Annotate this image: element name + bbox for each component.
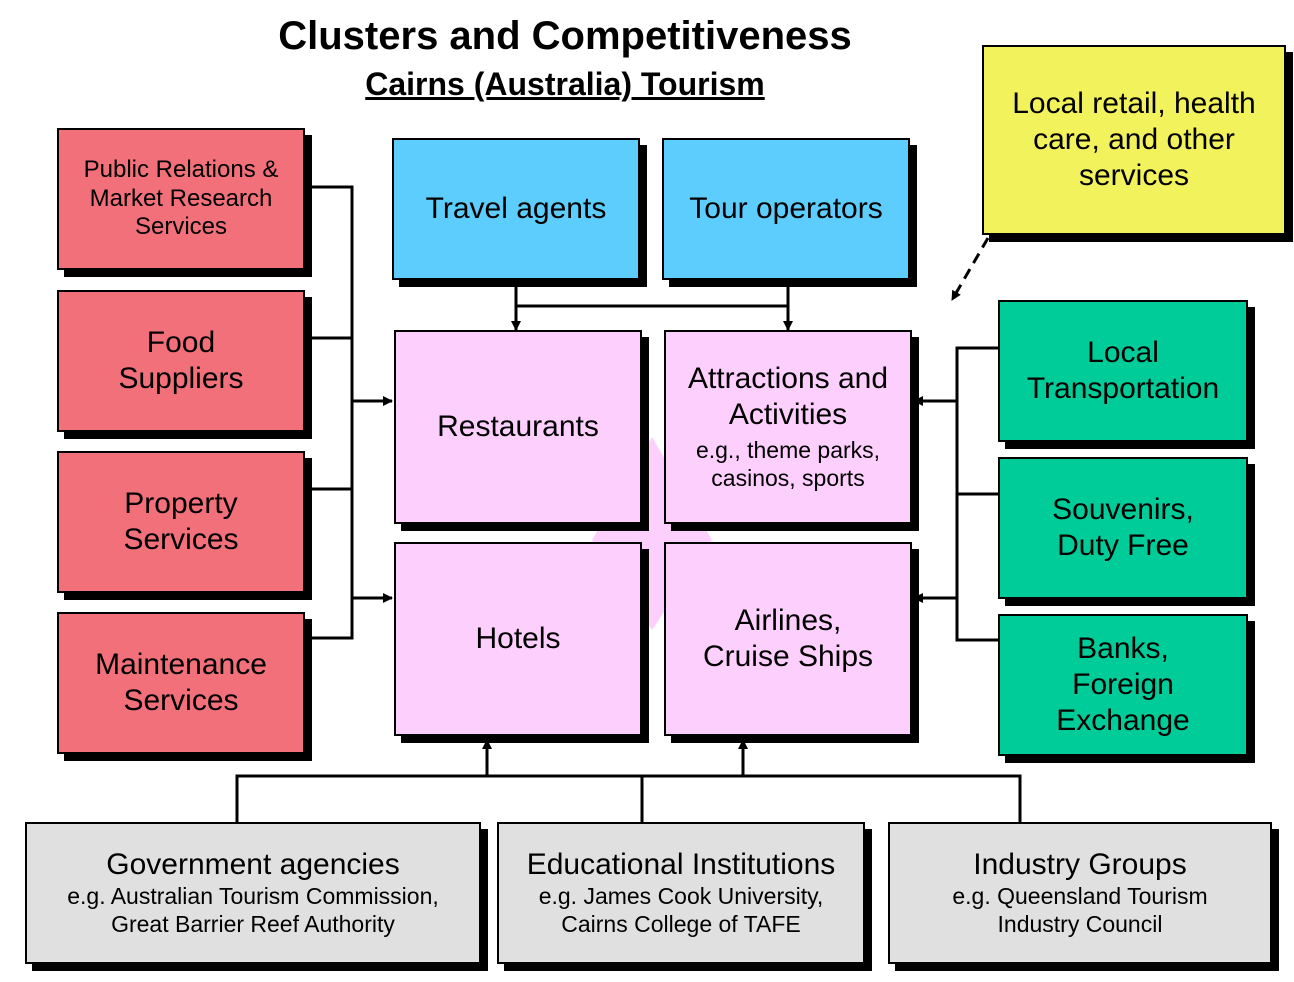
restaurants-label: Restaurants — [437, 410, 599, 443]
tour-operators-box: Tour operators — [662, 138, 910, 280]
attractions-box: Attractions and Activities e.g., theme p… — [664, 330, 912, 524]
attractions-example: e.g., theme parks, casinos, sports — [695, 437, 881, 491]
travel-agents-label: Travel agents — [425, 192, 607, 225]
tour-operators-label: Tour operators — [689, 192, 883, 225]
food-suppliers-label: Food Suppliers — [118, 326, 244, 395]
airlines-box: Airlines, Cruise Ships — [664, 542, 912, 736]
souvenirs-box: Souvenirs, Duty Free — [998, 457, 1248, 599]
local-transportation-box: Local Transportation — [998, 300, 1248, 442]
public-relations-label: Public Relations & Market Research Servi… — [83, 155, 279, 241]
travel-agents-box: Travel agents — [392, 138, 640, 280]
educational-institutions-example: e.g. James Cook University, Cairns Colle… — [538, 883, 824, 937]
food-suppliers-box: Food Suppliers — [57, 290, 305, 432]
banks-box: Banks, Foreign Exchange — [998, 614, 1248, 756]
diagram-title: Clusters and Competitiveness — [278, 14, 852, 58]
maintenance-services-label: Maintenance Services — [95, 648, 267, 717]
industry-groups-box: Industry Groups e.g. Queensland Tourism … — [888, 822, 1272, 964]
government-agencies-example: e.g. Australian Tourism Commission, Grea… — [67, 883, 439, 937]
hotels-label: Hotels — [475, 622, 561, 655]
property-services-box: Property Services — [57, 451, 305, 593]
local-transportation-label: Local Transportation — [1026, 336, 1220, 405]
public-relations-box: Public Relations & Market Research Servi… — [57, 128, 305, 270]
educational-institutions-box: Educational Institutions e.g. James Cook… — [497, 822, 865, 964]
diagram-subtitle: Cairns (Australia) Tourism — [365, 66, 765, 102]
government-agencies-box: Government agencies e.g. Australian Tour… — [25, 822, 481, 964]
airlines-label: Airlines, Cruise Ships — [702, 604, 874, 673]
local-retail-label: Local retail, health care, and other ser… — [1012, 87, 1256, 192]
local-retail-callout: Local retail, health care, and other ser… — [982, 45, 1286, 235]
maintenance-services-box: Maintenance Services — [57, 612, 305, 754]
educational-institutions-label: Educational Institutions — [526, 848, 836, 882]
restaurants-box: Restaurants — [394, 330, 642, 524]
souvenirs-label: Souvenirs, Duty Free — [1052, 493, 1194, 562]
government-agencies-label: Government agencies — [106, 848, 400, 882]
hotels-box: Hotels — [394, 542, 642, 736]
banks-label: Banks, Foreign Exchange — [1056, 632, 1190, 737]
attractions-label: Attractions and Activities — [687, 362, 889, 432]
industry-groups-label: Industry Groups — [973, 848, 1187, 882]
property-services-label: Property Services — [123, 487, 239, 556]
industry-groups-example: e.g. Queensland Tourism Industry Council — [952, 883, 1208, 937]
